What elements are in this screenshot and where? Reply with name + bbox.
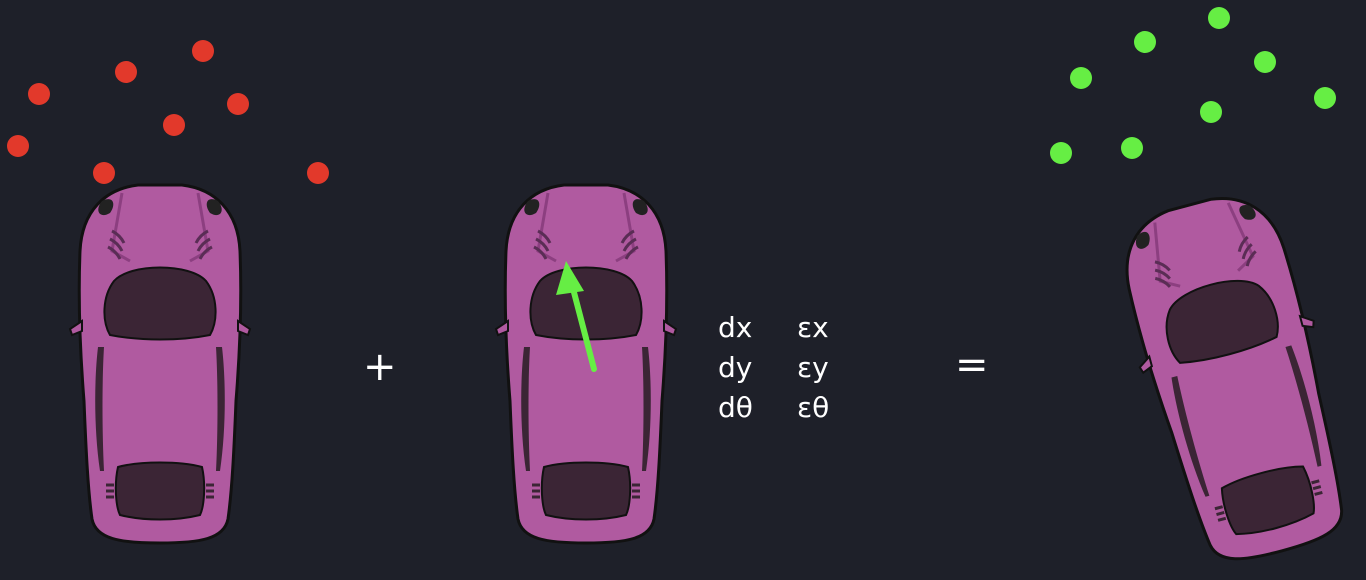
delta-row: dx εx <box>718 308 829 348</box>
delta-row: dθ εθ <box>718 388 829 428</box>
lidar-point <box>28 83 50 105</box>
delta-label: dx <box>718 311 753 344</box>
lidar-point <box>1200 101 1222 123</box>
noise-label: εx <box>797 311 829 344</box>
lidar-point <box>1070 67 1092 89</box>
car-with-motion <box>494 183 678 545</box>
delta-label: dy <box>718 351 753 384</box>
lidar-point <box>163 114 185 136</box>
lidar-point <box>1208 7 1230 29</box>
equals-sign: = <box>955 342 989 388</box>
pose-delta-table: dx εx dy εy dθ εθ <box>718 308 829 428</box>
lidar-point <box>192 40 214 62</box>
motion-arrow <box>556 261 597 372</box>
lidar-point <box>227 93 249 115</box>
lidar-point <box>115 61 137 83</box>
lidar-point <box>1050 142 1072 164</box>
car-original <box>68 183 252 545</box>
noise-label: εθ <box>797 391 830 424</box>
lidar-point <box>1134 31 1156 53</box>
lidar-point <box>1121 137 1143 159</box>
delta-row: dy εy <box>718 348 829 388</box>
car-moved <box>1110 180 1360 570</box>
noise-label: εy <box>797 351 829 384</box>
lidar-point <box>93 162 115 184</box>
lidar-point <box>1254 51 1276 73</box>
lidar-point <box>7 135 29 157</box>
lidar-point <box>1314 87 1336 109</box>
delta-label: dθ <box>718 391 753 424</box>
lidar-point <box>307 162 329 184</box>
plus-sign: + <box>363 344 397 390</box>
